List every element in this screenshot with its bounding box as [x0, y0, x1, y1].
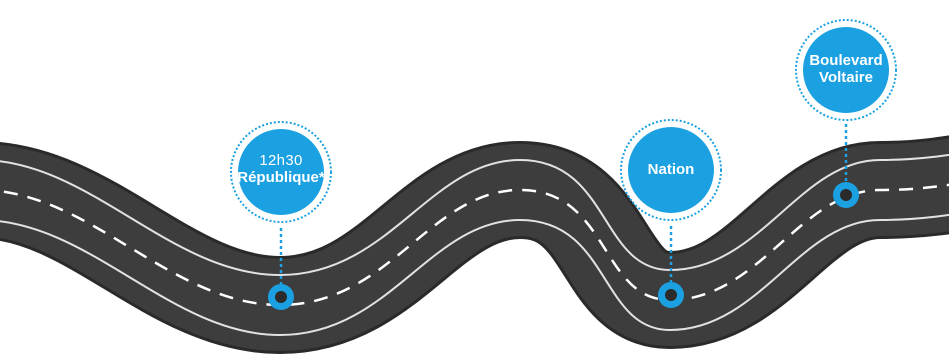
bubble-fill: [238, 129, 324, 215]
bubble-fill: [628, 127, 714, 213]
stop-boulevard-voltaire: [795, 19, 897, 208]
stop-marker-core: [275, 291, 287, 303]
road-edge-line-bottom: [0, 213, 949, 337]
road-edge-line-top: [0, 153, 949, 277]
stop-republique: [230, 121, 332, 310]
bubble-ring-dotted: [230, 121, 332, 223]
bubble-fill: [803, 27, 889, 113]
stop-marker-core: [665, 289, 677, 301]
stop-nation: [620, 119, 722, 308]
stop-marker-core: [840, 189, 852, 201]
bubble-ring-dotted: [620, 119, 722, 221]
bubble-ring-dotted: [795, 19, 897, 121]
